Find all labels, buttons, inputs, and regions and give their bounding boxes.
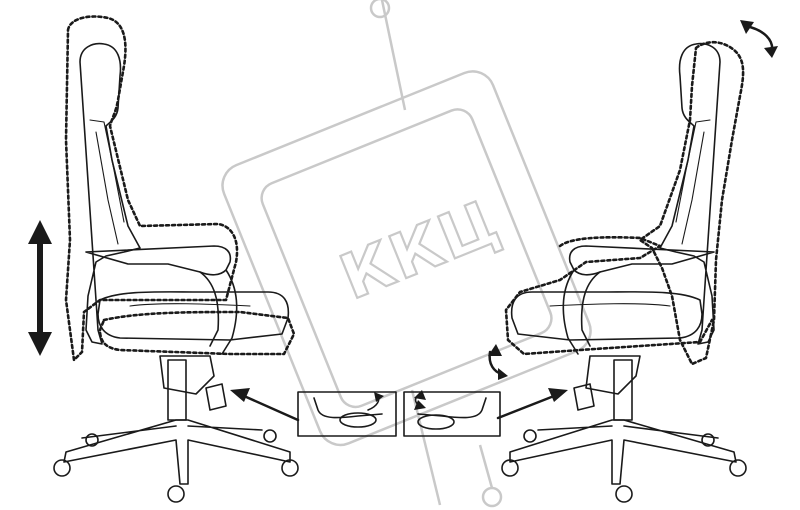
left-chair-casters xyxy=(53,429,299,503)
right-chair-back-alt xyxy=(638,40,745,366)
left-chair-lever xyxy=(205,383,227,411)
lever-inset-left xyxy=(297,391,397,437)
left-chair-base xyxy=(63,419,291,485)
lever-up-arrow-icon xyxy=(367,392,384,411)
right-chair-back xyxy=(659,42,721,345)
height-adjust-arrow-icon xyxy=(28,220,52,356)
left-chair-armrest xyxy=(85,245,232,276)
lever-pointer-right-icon xyxy=(496,388,568,420)
right-chair-seat-alt xyxy=(504,235,714,356)
left-chair xyxy=(53,15,299,503)
left-chair-seat-alt xyxy=(98,310,296,356)
right-chair-base xyxy=(509,419,737,485)
lever-swing-arrow-icon xyxy=(414,390,426,410)
right-chair-casters xyxy=(501,429,747,503)
right-chair-seat xyxy=(510,291,703,341)
lever-pointer-left-icon xyxy=(230,388,300,422)
right-chair-lever xyxy=(573,383,595,411)
left-chair-seat xyxy=(97,291,290,341)
seat-tilt-arrow-icon xyxy=(488,344,508,380)
left-chair-back xyxy=(79,42,141,345)
headrest-tilt-arrow-icon xyxy=(740,20,778,58)
right-chair xyxy=(501,40,747,503)
left-chair-back-alt xyxy=(64,15,239,362)
watermark-text: ККЦ xyxy=(330,184,510,313)
lever-inset-right xyxy=(403,390,501,437)
